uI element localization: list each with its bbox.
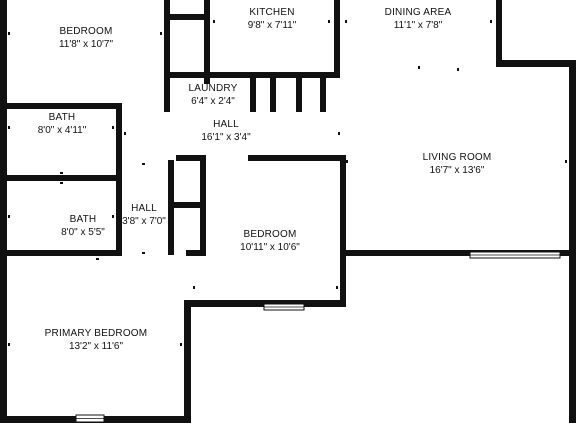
room-name-bath-top: BATH bbox=[49, 112, 76, 123]
room-labels: BEDROOM 11'8" x 10'7" KITCHEN 9'8" x 7'1… bbox=[38, 7, 492, 352]
room-name-bedroom-middle: BEDROOM bbox=[243, 229, 296, 240]
room-name-bedroom-top: BEDROOM bbox=[59, 26, 112, 37]
room-dims-hall-main: 16'1" x 3'4" bbox=[201, 132, 251, 143]
room-dims-primary-bedroom: 13'2" x 11'6" bbox=[69, 341, 124, 352]
window-living-bottom bbox=[469, 251, 561, 259]
room-name-hall-main: HALL bbox=[213, 119, 239, 130]
room-name-bath-bottom: BATH bbox=[70, 214, 97, 225]
room-dims-bedroom-top: 11'8" x 10'7" bbox=[59, 39, 114, 50]
room-dims-hall-small: 3'8" x 7'0" bbox=[122, 216, 166, 227]
room-dims-living-room: 16'7" x 13'6" bbox=[430, 165, 485, 176]
room-dims-bath-top: 8'0" x 4'11" bbox=[38, 125, 87, 136]
windows bbox=[75, 251, 561, 423]
room-dims-bath-bottom: 8'0" x 5'5" bbox=[61, 227, 105, 238]
room-name-laundry: LAUNDRY bbox=[188, 83, 237, 94]
walls bbox=[0, 0, 576, 423]
window-primary-bottom bbox=[75, 414, 105, 423]
window-bedroom-bottom bbox=[263, 303, 305, 311]
room-name-primary-bedroom: PRIMARY BEDROOM bbox=[45, 328, 148, 339]
room-name-living-room: LIVING ROOM bbox=[423, 152, 492, 163]
room-dims-bedroom-middle: 10'11" x 10'6" bbox=[240, 242, 300, 253]
room-name-hall-small: HALL bbox=[131, 203, 157, 214]
room-name-dining-area: DINING AREA bbox=[385, 7, 452, 18]
measurement-ticks bbox=[8, 20, 567, 346]
room-dims-dining-area: 11'1" x 7'8" bbox=[394, 20, 443, 31]
room-dims-laundry: 6'4" x 2'4" bbox=[191, 96, 235, 107]
room-dims-kitchen: 9'8" x 7'11" bbox=[248, 20, 297, 31]
room-name-kitchen: KITCHEN bbox=[249, 7, 294, 18]
